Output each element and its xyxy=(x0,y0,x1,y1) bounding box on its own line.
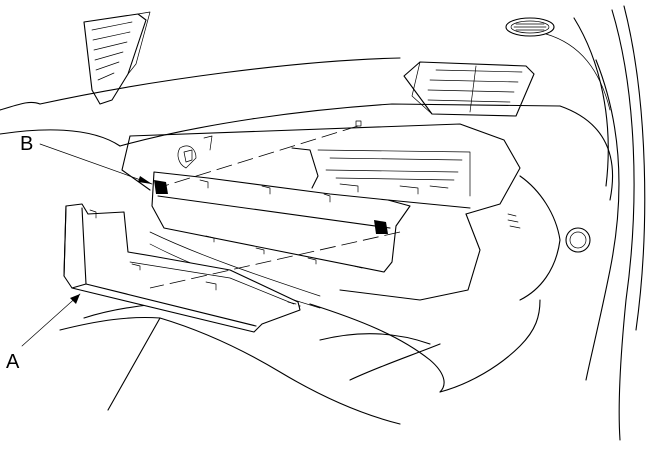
defroster-vent xyxy=(505,17,555,37)
callout-b-label: B xyxy=(20,133,33,155)
clip-marker xyxy=(355,120,362,127)
callout-a: A xyxy=(6,293,81,373)
dashboard-body xyxy=(0,5,646,441)
right-air-vent xyxy=(403,61,535,117)
callout-b: B xyxy=(20,133,153,185)
side-knob xyxy=(507,175,591,301)
glove-box-door xyxy=(63,203,301,333)
glove-box-divider xyxy=(151,171,471,273)
callout-a-label: A xyxy=(6,351,20,373)
glove-box-opening xyxy=(121,123,521,301)
left-air-vent xyxy=(83,11,151,105)
guide-lines xyxy=(149,120,401,289)
